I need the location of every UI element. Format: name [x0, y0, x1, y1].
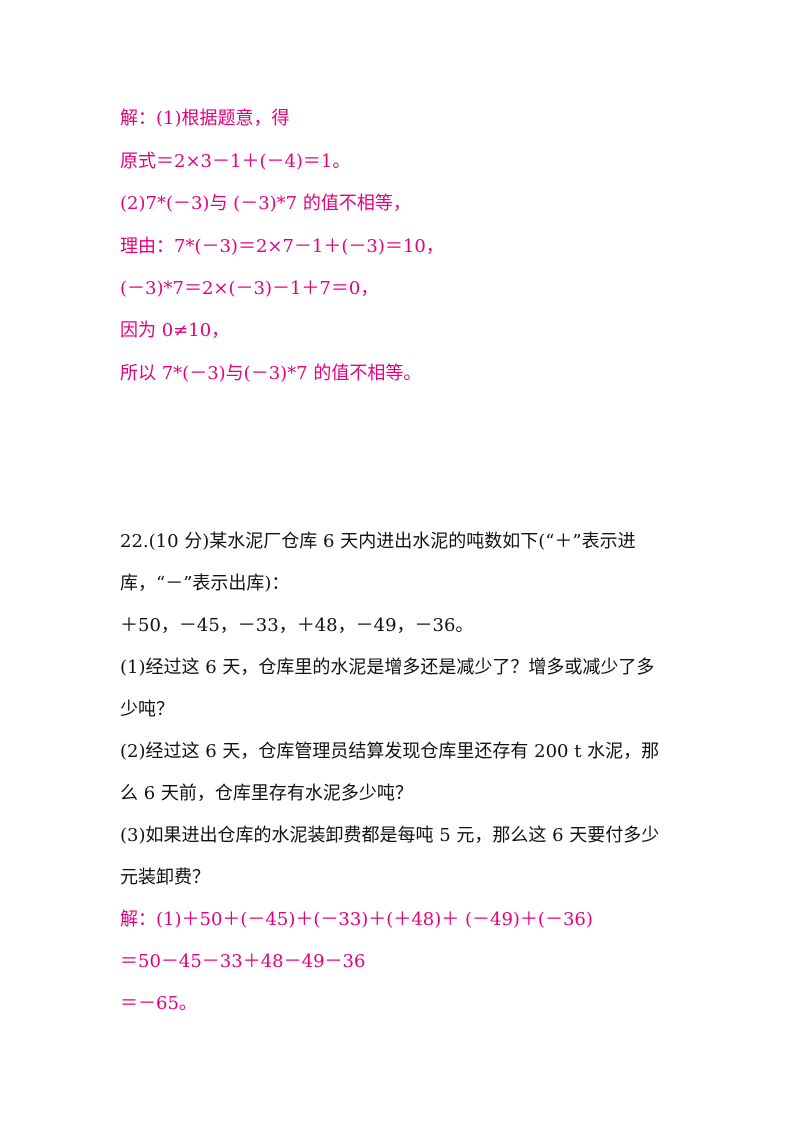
question-line: 元装卸费？	[120, 867, 210, 888]
answer-line: (2)7*(－3)与 (－3)*7 的值不相等，	[120, 193, 411, 214]
answer-line: 所以 7*(－3)与(－3)*7 的值不相等。	[120, 363, 422, 384]
question-line: ＋50，－45，－33，＋48，－49，－36。	[120, 615, 474, 636]
question-line: 么 6 天前，仓库里存有水泥多少吨？	[120, 783, 413, 804]
answer-line: 因为 0≠10，	[120, 320, 230, 341]
question-line: 22.(10 分)某水泥厂仓库 6 天内进出水泥的吨数如下(“＋”表示进	[120, 531, 636, 552]
question-line: 少吨？	[120, 699, 174, 720]
answer-line: ＝50－45－33＋48－49－36	[120, 951, 366, 972]
answer-line: ＝－65。	[120, 993, 197, 1014]
question-line: (2)经过这 6 天，仓库管理员结算发现仓库里还存有 200 t 水泥，那	[120, 741, 660, 762]
answer-line: (－3)*7＝2×(－3)－1＋7＝0，	[120, 278, 379, 299]
answer-line: 解：(1)＋50＋(－45)＋(－33)＋(＋48)＋ (－49)＋(－36)	[120, 909, 593, 930]
answer-line: 解：(1)根据题意，得	[120, 108, 290, 129]
question-line: (1)经过这 6 天，仓库里的水泥是增多还是减少了？增多或减少了多	[120, 657, 655, 678]
question-line: (3)如果进出仓库的水泥装卸费都是每吨 5 元，那么这 6 天要付多少	[120, 825, 660, 846]
answer-line: 理由：7*(－3)＝2×7－1＋(－3)＝10，	[120, 236, 444, 257]
answer-line: 原式＝2×3－1＋(－4)＝1。	[120, 151, 351, 172]
question-line: 库，“－”表示出库)：	[120, 573, 290, 594]
